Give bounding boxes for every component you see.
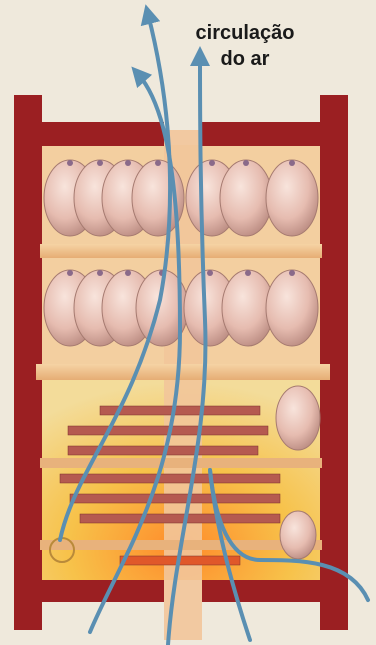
rack-bar — [80, 514, 280, 523]
top-beam-left — [14, 122, 164, 146]
frame-post-left — [14, 95, 42, 630]
shelf-3 — [40, 458, 322, 468]
top-beam-right — [202, 122, 348, 146]
bottom-beam-right — [202, 580, 348, 602]
egg — [220, 160, 272, 236]
shelf-1 — [40, 244, 322, 258]
egg-hook — [289, 270, 295, 276]
egg-hook — [97, 160, 103, 166]
caption-line-1: circulação — [150, 20, 340, 46]
frame-post-right — [320, 95, 348, 630]
rack-bar — [60, 474, 280, 483]
egg-lower-right — [276, 386, 320, 450]
egg-hook — [245, 270, 251, 276]
egg-hook — [125, 270, 131, 276]
egg-hook — [67, 270, 73, 276]
egg — [266, 160, 318, 236]
caption-line-2: do ar — [150, 46, 340, 72]
bottom-beam-left — [14, 580, 164, 602]
egg-hook — [209, 160, 215, 166]
egg-hook — [155, 160, 161, 166]
egg — [266, 270, 318, 346]
shelf-2 — [36, 364, 330, 380]
egg-hook — [67, 160, 73, 166]
air-circulation-label: circulação do ar — [150, 20, 340, 72]
egg-hook — [289, 160, 295, 166]
egg-hook — [243, 160, 249, 166]
egg-hook — [97, 270, 103, 276]
egg-hook — [207, 270, 213, 276]
egg-bottom-right — [280, 511, 316, 559]
rack-bar — [100, 406, 260, 415]
egg-hook — [125, 160, 131, 166]
rack-bar — [70, 494, 280, 503]
